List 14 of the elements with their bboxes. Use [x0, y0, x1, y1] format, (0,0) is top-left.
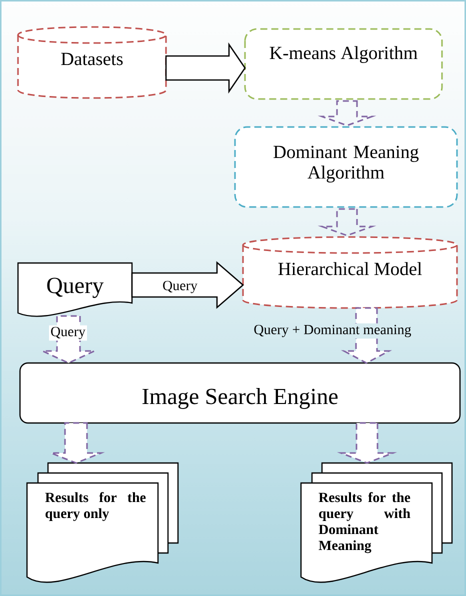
edge-label: Query [49, 325, 87, 341]
process-box: Image Search Engine [19, 362, 461, 424]
block-arrow [336, 422, 398, 464]
database-cylinder: Datasets [17, 26, 167, 99]
database-cylinder: Hierarchical Model [242, 236, 458, 309]
block-arrow [318, 100, 376, 126]
process-box: K-means Algorithm [244, 28, 443, 100]
edge-label: Query [161, 279, 199, 295]
document-stack: Results for the query only [26, 462, 179, 583]
edge-label: Query + Dominant meaning [252, 323, 413, 339]
block-arrow [318, 208, 376, 236]
block-arrow [165, 42, 246, 94]
document-stack: Results for the query with Dominant Meaning [300, 462, 453, 583]
process-box: Dominant Meaning Algorithm [234, 126, 458, 208]
